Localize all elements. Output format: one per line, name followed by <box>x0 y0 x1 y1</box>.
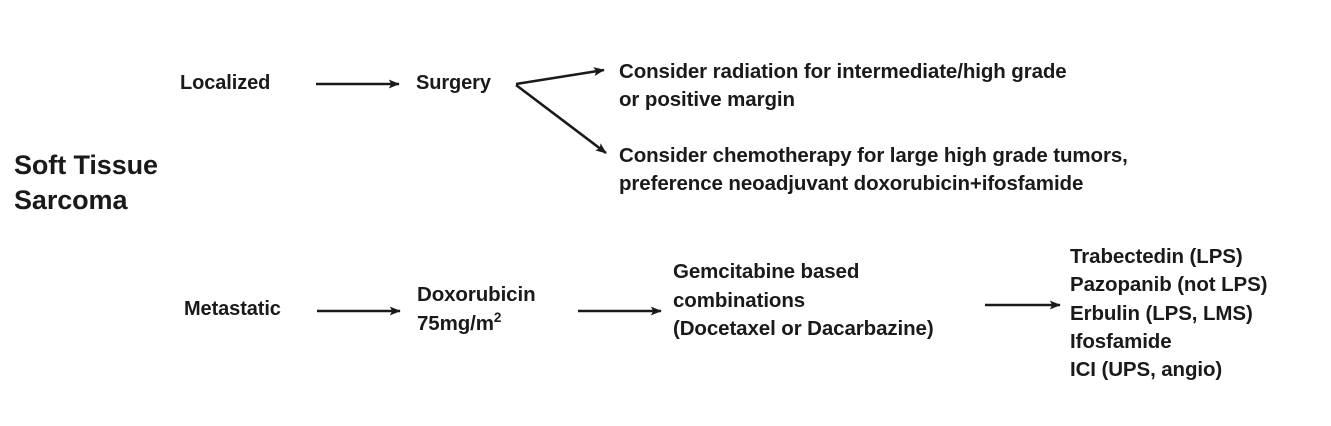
node-consider-radiation: Consider radiation for intermediate/high… <box>619 60 1067 111</box>
node-metastatic: Metastatic <box>184 298 281 320</box>
node-gemcitabine-combinations: Gemcitabine based combinations (Docetaxe… <box>673 260 934 341</box>
node-doxorubicin: Doxorubicin 75mg/m2 <box>417 280 536 338</box>
doxorubicin-drug-name: Doxorubicin <box>417 283 536 306</box>
node-surgery: Surgery <box>416 72 491 94</box>
doxorubicin-dose: 75mg/m <box>417 312 494 336</box>
node-consider-chemotherapy: Consider chemotherapy for large high gra… <box>619 144 1128 195</box>
arrow-surgery-to-radiation <box>515 67 605 86</box>
diagram-root-label: Soft Tissue Sarcoma <box>14 150 158 215</box>
node-later-line-agents: Trabectedin (LPS) Pazopanib (not LPS) Er… <box>1070 245 1268 382</box>
arrow-surgery-to-chemotherapy <box>515 83 607 155</box>
node-localized: Localized <box>180 72 271 94</box>
doxorubicin-dose-exponent: 2 <box>493 310 502 326</box>
